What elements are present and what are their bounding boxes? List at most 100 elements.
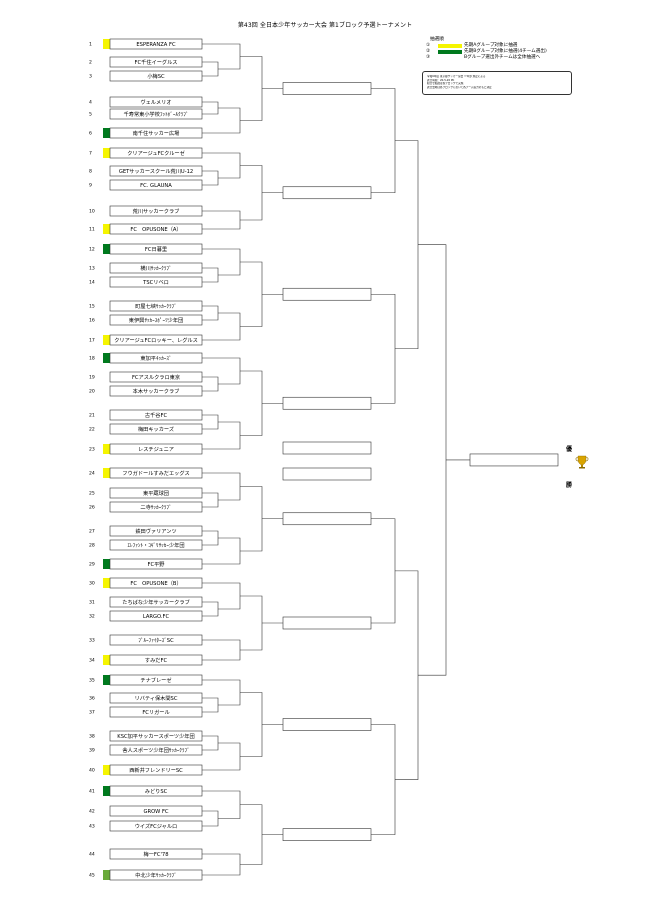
team-seed: 17 [89,338,95,344]
legend-text: Bグループ選出外チームは全体抽選へ [464,55,541,60]
legend-swatch-green [438,50,462,54]
team-name: KSC加平サッカースポーツ少年団 [117,732,194,740]
team-seed: 28 [89,543,95,549]
team-seed: 13 [89,266,95,272]
bracket-line [202,152,241,179]
team-seed: 9 [89,183,92,189]
team-seed: 26 [89,505,95,511]
legend-row: ① 先期Aグループ対象に抽選 [420,43,580,49]
team-name: 東加平ｷｯｶｰｽﾞ [140,354,171,362]
bracket-line [395,570,419,780]
team-name: FC平野 [148,560,166,568]
bracket-line [240,804,263,865]
team-name: すみだFC [145,657,168,664]
team-seed: 19 [89,375,95,381]
legend: 抽選順 ① 先期Aグループ対象に抽選 ② 先期Bグループ対象に抽選(4チーム選出… [420,37,580,61]
team-seed: 43 [89,824,95,830]
bracket-line [202,357,241,385]
trophy-icon [575,455,589,469]
team-seed: 37 [89,710,95,716]
team-name: 町屋七峡ｻｯｶｰｸﾗﾌﾞ [135,302,177,310]
team-name: ESPERANZA FC [136,42,176,48]
team-seed: 8 [89,169,92,175]
bracket-line [371,518,396,624]
seed-color-marker [103,335,110,345]
bracket-line [371,88,396,194]
bracket-line [240,692,263,757]
bracket-line [240,486,263,552]
bracket-line [202,679,241,706]
seed-color-marker [103,765,110,775]
team-name: チナブレーゼ [140,676,171,684]
note-line: 組合せ抽選は各ブロックで実施 [427,82,464,86]
team-seed: 1 [89,42,92,48]
seed-color-marker [103,39,110,49]
team-name: 西新井フレンドリーSC [129,766,183,774]
team-name: FC OPUSONE（A） [130,226,181,233]
team-seed: 2 [89,60,92,66]
match-box [282,186,372,200]
match-box [282,287,372,301]
team-row: 18 東加平ｷｯｶｰｽﾞ [89,352,203,364]
team-seed: 38 [89,734,95,740]
bracket-line [202,639,241,661]
team-name: 鉄田ヴァリアンツ [135,527,176,535]
final-area: 優 勝 [565,445,589,489]
seed-color-marker [103,244,110,254]
team-name: たちばな少年サッカークラブ [122,598,189,606]
match-box [282,616,372,630]
bracket-line [202,853,241,876]
team-row: 1 ESPERANZA FC [89,38,203,50]
team-seed: 21 [89,413,95,419]
bracket-line [202,492,219,508]
bracket-line [202,170,219,186]
seed-color-marker [103,353,110,363]
team-name: 小梅SC [147,72,165,80]
team-seed: 22 [89,427,95,433]
team-name: 千寿常東小学校ﾌｯﾄﾎﾞｰﾙｸﾗﾌﾞ [124,110,189,118]
bracket-line [202,582,241,610]
team-seed: 18 [89,356,95,362]
match-box [282,467,372,481]
legend-row: ② 先期Bグループ対象に抽選(4チーム選出) [420,49,580,55]
seed-color-marker [103,444,110,454]
bracket-line [202,472,241,501]
seed-color-marker [103,559,110,569]
team-seed: 36 [89,696,95,702]
team-name: リバティ保木間SC [135,694,178,702]
team-seed: 35 [89,678,95,684]
bracket-line [202,210,241,230]
bracket-line [240,595,263,651]
team-seed: 14 [89,280,95,286]
bracket-line [202,697,219,713]
team-name: ｴﾚﾌｧﾝﾄ・ｺｷﾞﾘｻｯｶｰ少年団 [127,541,184,549]
team-seed: 6 [89,131,92,137]
team-seed: 39 [89,748,95,754]
bracket-line [202,742,241,771]
bracket-line [240,165,263,221]
seed-color-marker [103,675,110,685]
team-row: 35 チナブレーゼ [89,674,203,686]
